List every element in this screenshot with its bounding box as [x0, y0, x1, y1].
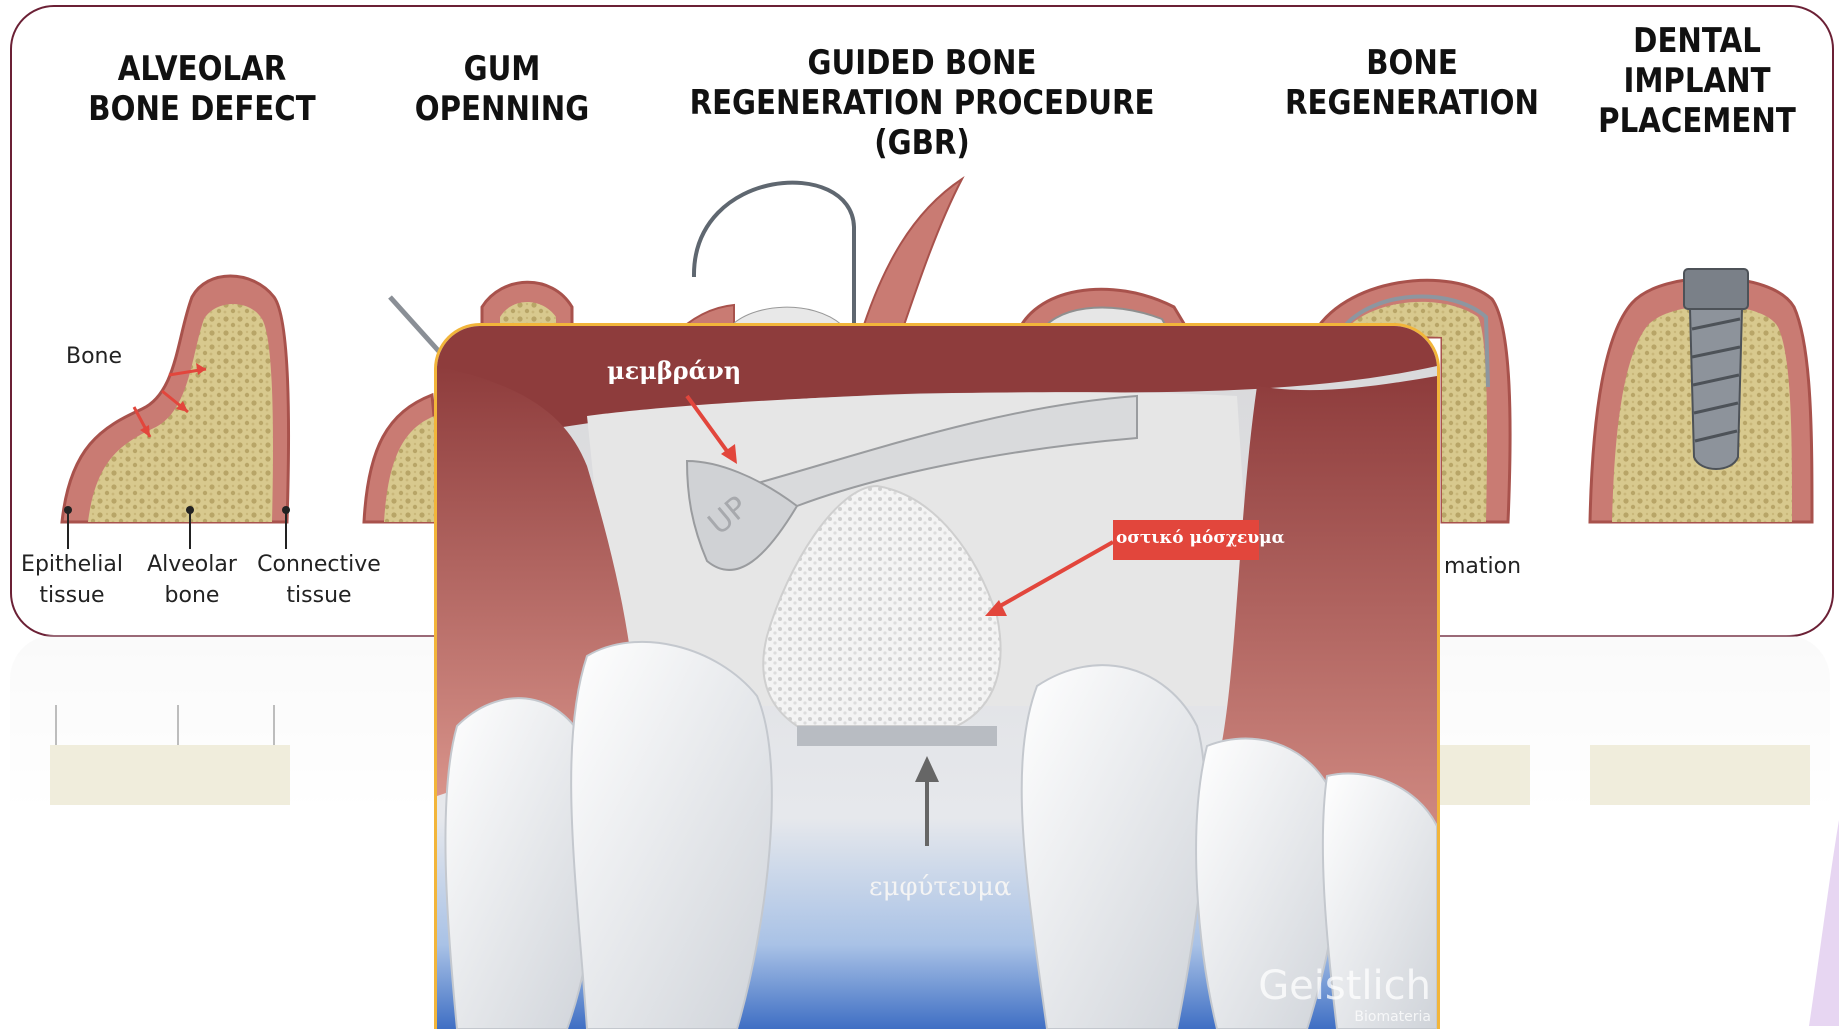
- label-connective-tissue: Connective tissue: [244, 549, 394, 611]
- gbr-suture-illustration: [672, 179, 962, 337]
- membrane-label: μεμβράνη: [607, 356, 741, 385]
- geistlich-watermark-sub: Biomateria: [1354, 1009, 1431, 1025]
- label-epithelial-tissue: Epithelial tissue: [12, 549, 132, 611]
- implant-placement-illustration: [1590, 269, 1812, 522]
- alveolar-defect-illustration: [62, 276, 290, 549]
- geistlich-watermark: Geistlich: [1258, 963, 1431, 1009]
- gbr-clinical-image: UP μεμβράνη οστικό μόσχευμα εμφύτευμα Ge…: [434, 323, 1440, 1029]
- graft-label: οστικό μόσχευμα: [1116, 528, 1285, 548]
- implant-label: εμφύτευμα: [869, 872, 1012, 902]
- gbr-photo-illustration: UP: [437, 326, 1437, 1029]
- label-formation-partial: mation: [1444, 551, 1544, 582]
- label-bone: Bone: [66, 341, 146, 372]
- label-alveolar-bone: Alveolar bone: [142, 549, 242, 611]
- decorative-corner-stroke: [1799, 820, 1839, 1026]
